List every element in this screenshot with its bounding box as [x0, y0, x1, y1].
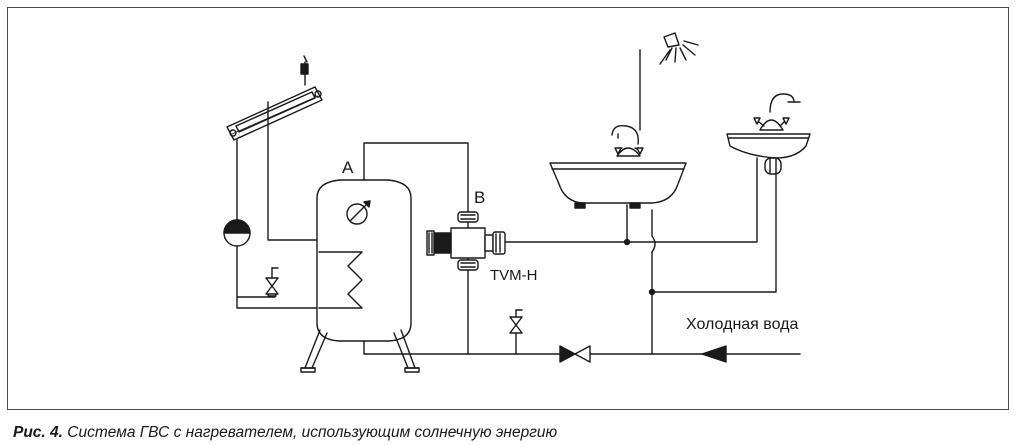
label-tvm-h: TVM-H — [490, 267, 538, 284]
shower — [639, 32, 699, 131]
caption-prefix: Рис. 4. — [13, 424, 63, 441]
diagram-border — [7, 7, 1009, 410]
hot-water-outlet-pipe — [363, 142, 469, 215]
circulation-pump — [223, 219, 251, 247]
collector-sensor — [300, 55, 309, 86]
bathtub — [549, 125, 687, 209]
label-port-a: A — [342, 158, 354, 177]
solar-collector — [226, 86, 323, 141]
collector-return-pipe — [236, 139, 320, 309]
safety-valve-left — [236, 267, 279, 298]
figure-caption: Рис. 4. Система ГВС с нагревателем, испо… — [13, 424, 557, 442]
flow-direction-arrow — [701, 345, 727, 363]
thermometer-gauge — [346, 200, 371, 225]
mixed-water-pipe — [504, 157, 758, 243]
cold-water-to-washbasin — [651, 174, 777, 293]
washbasin — [726, 93, 811, 175]
shutoff-valve — [559, 345, 591, 363]
label-port-b: B — [474, 188, 486, 207]
caption-text: Система ГВС с нагревателем, использующим… — [62, 424, 558, 441]
safety-valve-right — [509, 309, 523, 355]
tank-cold-inlet-pipe — [363, 340, 561, 355]
heat-exchanger-coil — [318, 251, 363, 309]
storage-tank — [300, 179, 420, 373]
label-cold-water: Холодная вода — [686, 316, 799, 333]
tvm-h-mixing-valve — [426, 211, 506, 271]
